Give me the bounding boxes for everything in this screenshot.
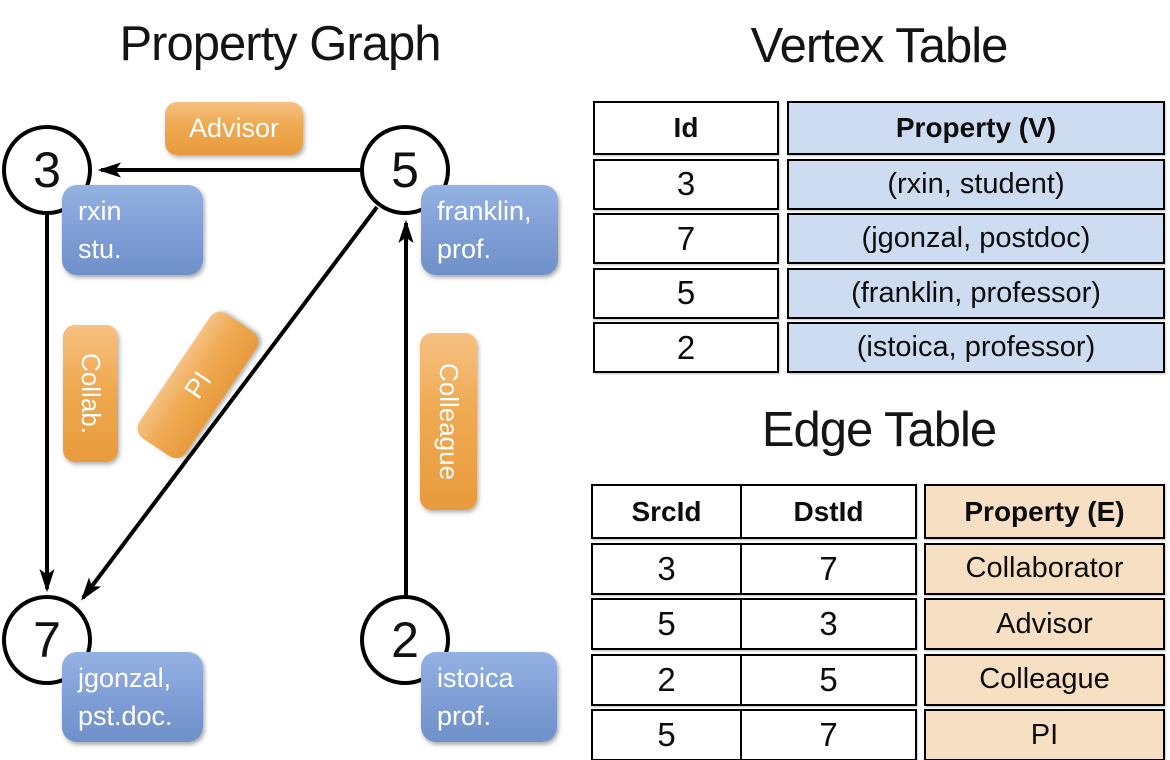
property-graph-panel: Property Graph 3 5 7 2 rxin: [0, 0, 580, 760]
edge-table-row: 2 5: [591, 653, 917, 706]
vertex-node-7-label: 7: [33, 612, 61, 668]
vertex-table-title: Vertex Table: [750, 19, 1009, 73]
edge-table-cell: PI: [924, 709, 1165, 760]
vertex-table-cell: (istoica, professor): [787, 322, 1165, 373]
vertex-property-line: prof.: [437, 234, 492, 264]
vertex-property-line: jgonzal,: [78, 663, 172, 693]
vertex-property-line: istoica: [437, 663, 514, 693]
edge-label-text: Advisor: [188, 113, 280, 143]
edge-table-cell: 7: [740, 711, 915, 759]
edge-table-title: Edge Table: [761, 403, 997, 457]
edge-table-property-column: Property (E) Collaborator Advisor Collea…: [924, 484, 1165, 760]
vertex-node-5-label: 5: [391, 142, 419, 198]
graph-edges-layer: [39, 162, 414, 601]
vertex-property-line: rxin: [78, 196, 122, 226]
vertex-property-box-jgonzal: jgonzal, pst.doc.: [62, 652, 203, 742]
edge-table-row: 5 3: [591, 598, 917, 650]
vertex-property-line: prof.: [437, 701, 492, 731]
edge-label-text: Colleague: [434, 362, 464, 481]
edge-table-cell: 5: [657, 716, 676, 753]
vertex-table-property-column: Property (V) (rxin, student) (jgonzal, p…: [787, 101, 1165, 373]
vertex-table-cell: 2: [593, 322, 779, 373]
edge-pi-arrow: [81, 205, 379, 601]
edge-label-collab: Collab.: [63, 325, 118, 462]
edge-table-cell: Advisor: [924, 598, 1165, 650]
edge-table-row: 5 7: [591, 709, 917, 760]
vertex-table-cell: 3: [593, 158, 779, 210]
edge-table-cell: 7: [740, 544, 915, 593]
property-graph-title: Property Graph: [119, 17, 442, 71]
edge-table-cell: 5: [740, 655, 915, 704]
edge-table-header-row: SrcId DstId: [591, 484, 917, 539]
vertex-node-2-label: 2: [391, 612, 419, 668]
vertex-property-line: stu.: [78, 234, 122, 264]
vertex-property-line: franklin,: [437, 196, 532, 226]
vertex-property-box-istoica: istoica prof.: [421, 652, 557, 742]
vertex-table-cell: 5: [593, 267, 779, 319]
edge-table-cell: Colleague: [924, 653, 1165, 706]
vertex-node-3-label: 3: [33, 142, 61, 198]
edge-label-text: PI: [178, 365, 218, 404]
edge-table-cell: 2: [657, 660, 676, 698]
edge-table-header-srcid: SrcId: [631, 495, 702, 527]
vertex-table-cell: (franklin, professor): [787, 267, 1165, 319]
edge-label-colleague: Colleague: [420, 333, 477, 510]
edge-label-advisor: Advisor: [165, 102, 303, 155]
edge-table-cell: 5: [657, 605, 676, 642]
vertex-property-line: pst.doc.: [78, 701, 173, 731]
vertex-node-5: 5: [360, 125, 450, 215]
edge-table-header-property: Property (E): [924, 484, 1165, 539]
vertex-table-cell: (rxin, student): [787, 158, 1165, 210]
vertex-table-header-id: Id: [593, 101, 779, 155]
edge-table-header-dstid: DstId: [740, 486, 915, 537]
vertex-table-cell: 7: [593, 213, 779, 264]
vertex-table-cell: (jgonzal, postdoc): [787, 213, 1165, 264]
vertex-node-2: 2: [360, 595, 450, 685]
edge-table-cell: 3: [740, 600, 915, 648]
edge-table-cell: Collaborator: [924, 542, 1165, 595]
edge-label-text: Collab.: [76, 353, 106, 434]
vertex-property-box-franklin: franklin, prof.: [421, 185, 558, 275]
edge-table-cell: 3: [657, 549, 676, 587]
edge-table-id-columns: SrcId DstId 3 7 5 3 2 5 5 7: [591, 484, 917, 760]
vertex-property-box-rxin: rxin stu.: [62, 185, 203, 275]
vertex-table-header-property: Property (V): [787, 101, 1165, 155]
vertex-table-id-column: Id 3 7 5 2: [593, 101, 779, 373]
edge-table-row: 3 7: [591, 542, 917, 595]
